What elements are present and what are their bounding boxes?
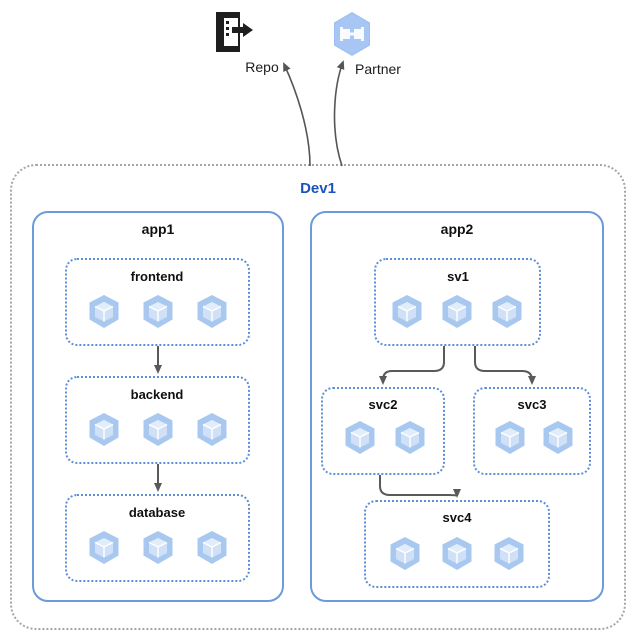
pod-icon[interactable] (84, 410, 124, 450)
service-group-database-label: database (128, 505, 186, 520)
pod-icon[interactable] (340, 418, 380, 458)
pod-icon[interactable] (390, 418, 430, 458)
pod-icon[interactable] (192, 292, 232, 332)
service-group-svc2-label: svc2 (368, 397, 398, 412)
external-node-partner-label: Partner (355, 61, 401, 77)
pod-icon[interactable] (84, 528, 124, 568)
pod-icon[interactable] (490, 418, 530, 458)
pod-icon[interactable] (489, 534, 529, 574)
pod-icon[interactable] (538, 418, 578, 458)
service-group-svc3-label: svc3 (517, 397, 547, 412)
edge-dev1-repo (283, 62, 311, 167)
environment-dev1[interactable] (10, 164, 626, 630)
pod-icon[interactable] (385, 534, 425, 574)
pod-icon[interactable] (84, 292, 124, 332)
app-group-app1-label: app1 (141, 221, 175, 237)
service-group-sv1-label: sv1 (447, 269, 469, 284)
pod-icon[interactable] (437, 292, 477, 332)
environment-dev1-label: Dev1 (300, 180, 336, 197)
pod-icon[interactable] (138, 410, 178, 450)
pod-icon[interactable] (192, 528, 232, 568)
pod-icon[interactable] (487, 292, 527, 332)
pod-icon[interactable] (192, 410, 232, 450)
pod-icon[interactable] (138, 292, 178, 332)
app-group-app2-label: app2 (440, 221, 474, 237)
service-group-svc4-label: svc4 (442, 510, 472, 525)
repo-icon (212, 10, 312, 56)
partner-hexagon-icon (328, 10, 428, 58)
external-node-partner[interactable]: Partner (328, 10, 428, 77)
external-node-repo-label: Repo (245, 59, 279, 75)
service-group-backend-label: backend (130, 387, 184, 402)
pod-icon[interactable] (138, 528, 178, 568)
external-node-repo[interactable]: Repo (212, 10, 312, 75)
service-group-frontend-label: frontend (130, 269, 184, 284)
pod-icon[interactable] (387, 292, 427, 332)
pod-icon[interactable] (437, 534, 477, 574)
edge-dev1-partner (333, 60, 345, 167)
